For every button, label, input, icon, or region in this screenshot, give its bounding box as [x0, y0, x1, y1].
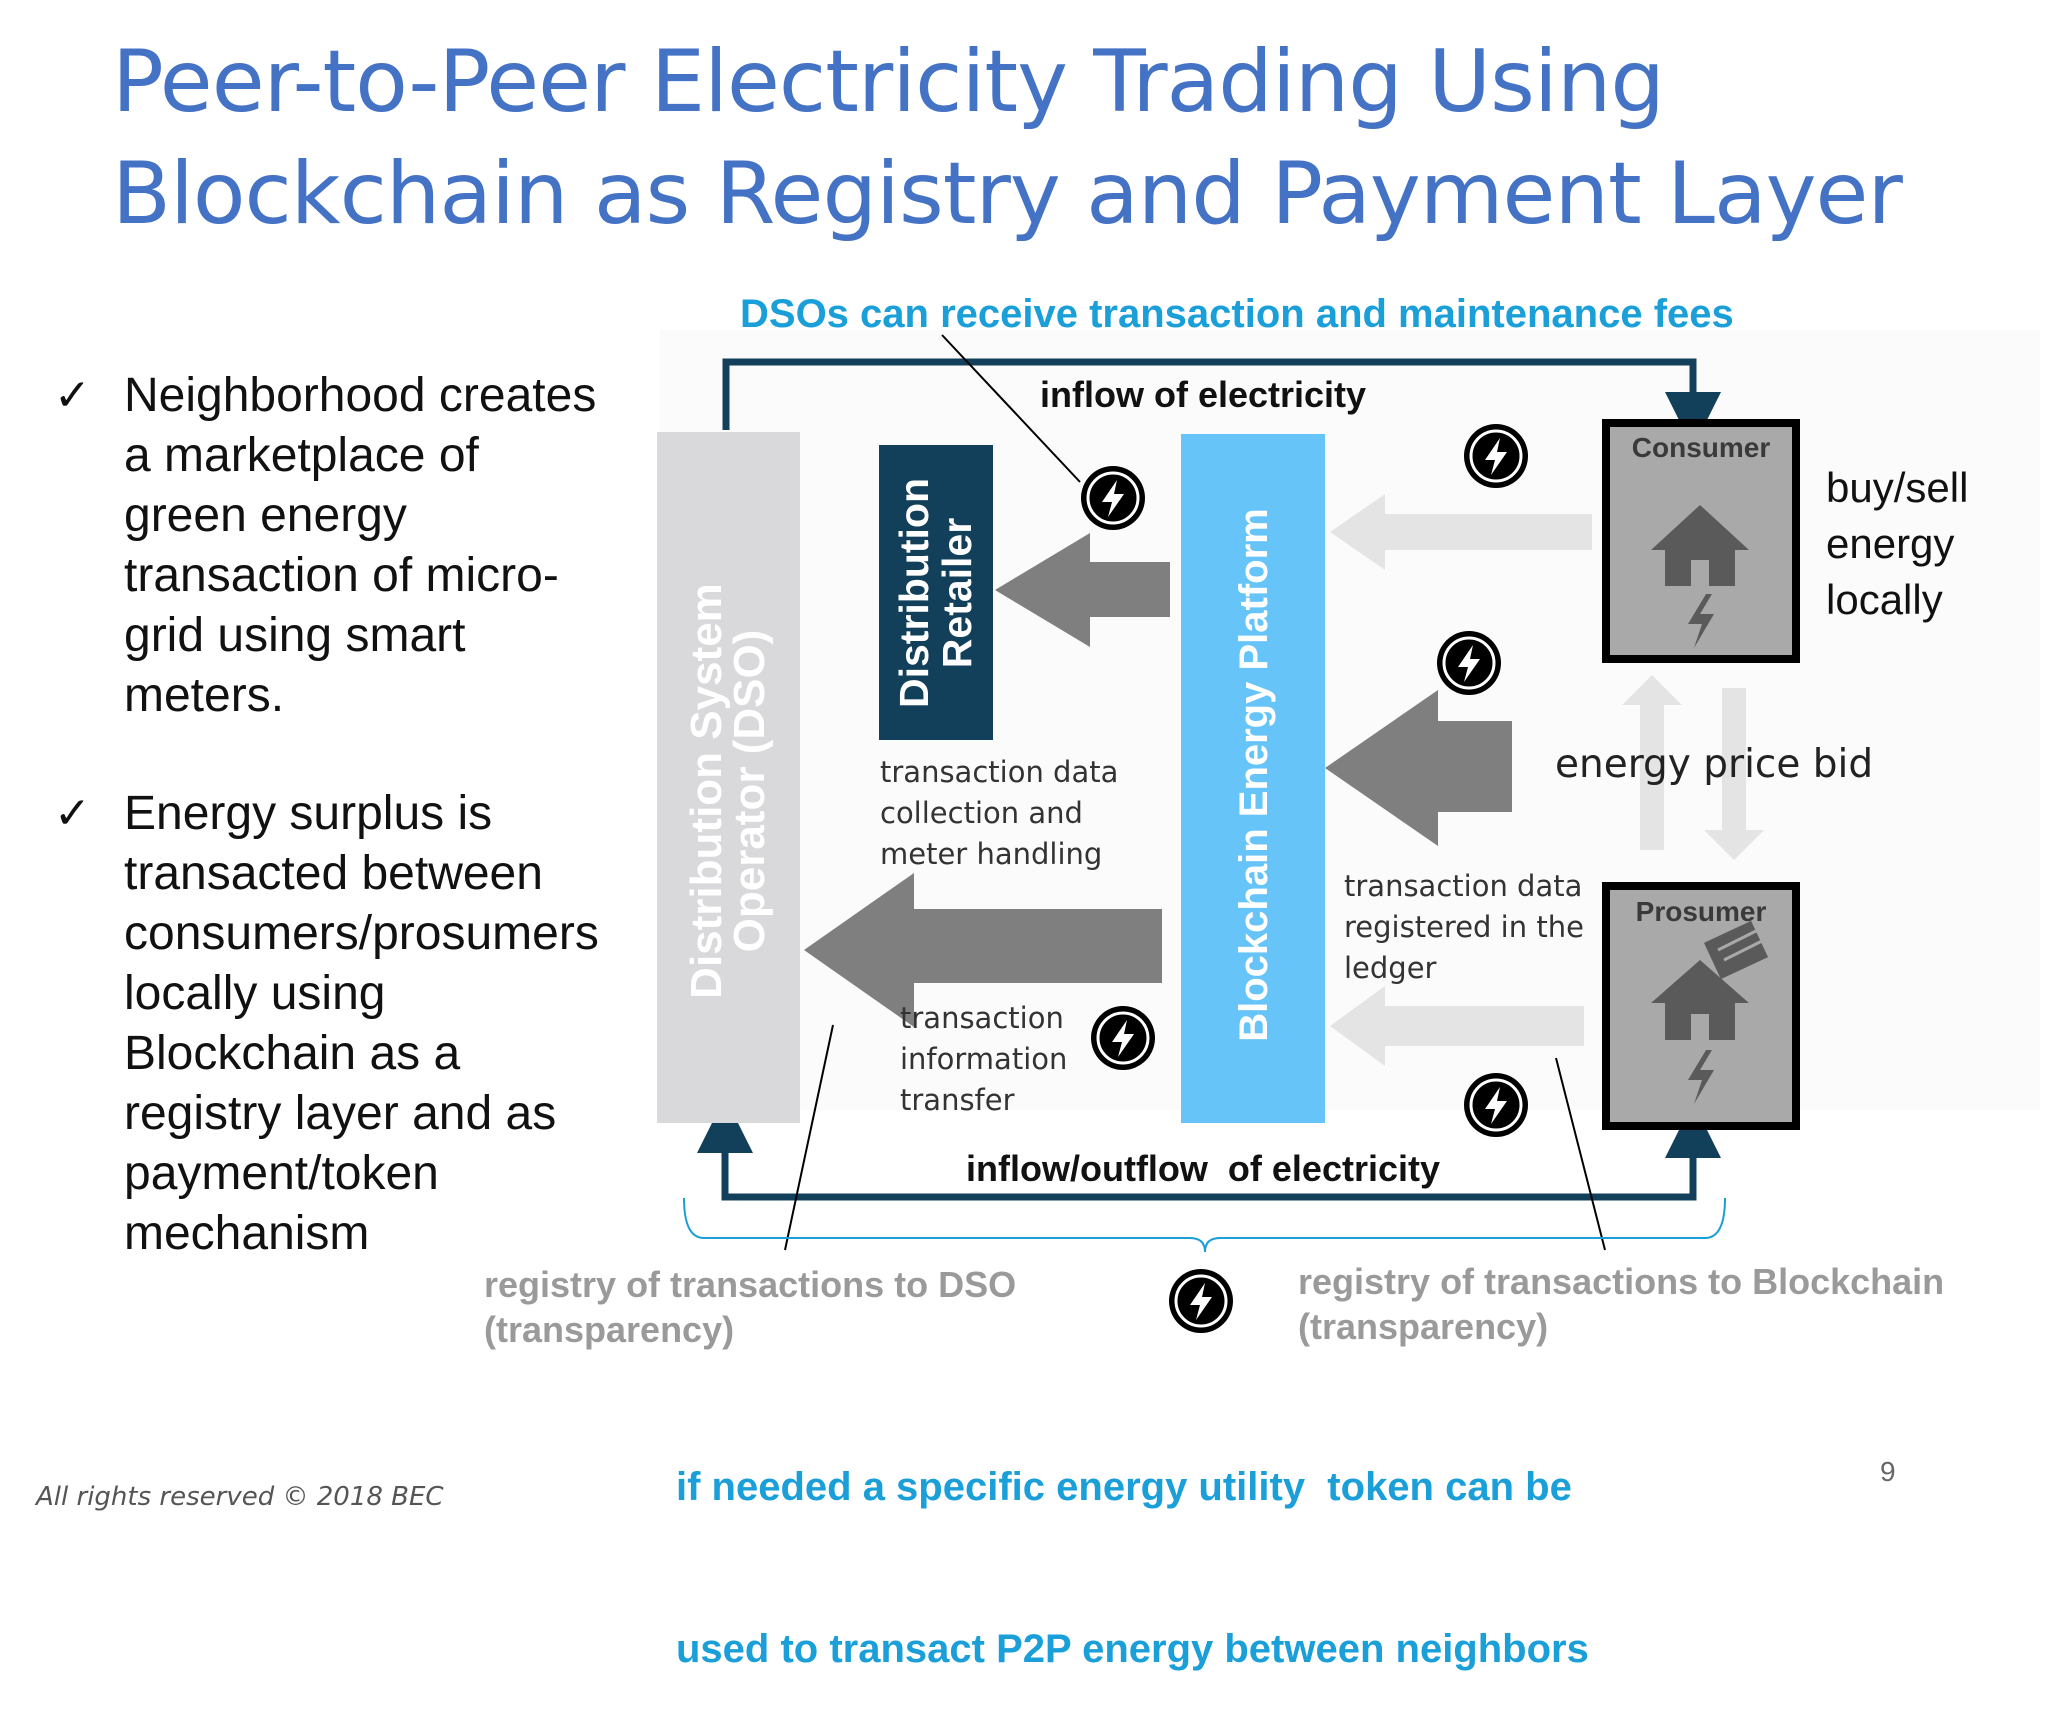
arrow-platform-to-retailer [995, 533, 1170, 647]
registry-blockchain-label: registry of transactions to Blockchain (… [1298, 1259, 1944, 1349]
registry-line: registry of transactions to Blockchain [1298, 1261, 1945, 1302]
fees-callout: DSOs can receive transaction and mainten… [740, 292, 1734, 336]
dso-box [657, 432, 800, 1123]
arrow-platform-to-dso [804, 873, 1162, 1027]
bullet-text-line: consumers/prosumers [124, 907, 599, 960]
registry-blockchain-pointer-line [1555, 1057, 1606, 1251]
bolt-icon [1081, 466, 1145, 530]
inflow-bottom-label: inflow/outflow of electricity [966, 1148, 1441, 1189]
note-line: collection and [880, 796, 1083, 830]
top-electricity-line [722, 358, 1721, 448]
dso-label: Distribution System Operator (DSO) [682, 491, 774, 1091]
bullet-item: ✓ Neighborhood creates a marketplace of … [44, 366, 644, 726]
solar-panel-icon [1703, 920, 1769, 980]
bullet-text-line: a marketplace of [124, 429, 479, 482]
retailer-label-line: Retailer [934, 517, 980, 669]
buy-sell-line: buy/sell [1826, 464, 1969, 511]
title-line-1: Peer-to-Peer Electricity Trading Using [112, 32, 1665, 132]
inflow-top-label: inflow of electricity [1040, 374, 1367, 415]
consumer-house-icon [1651, 505, 1749, 648]
bullet-text-line: mechanism [124, 1207, 370, 1260]
retailer-box [879, 445, 993, 740]
page-number: 9 [1880, 1456, 1896, 1487]
arrow-consumer-light [1330, 494, 1592, 570]
arrow-consumer-to-platform [1325, 690, 1512, 846]
buy-sell-line: locally [1826, 576, 1943, 623]
note-line: transaction data [1344, 869, 1583, 903]
registry-line: (transparency) [484, 1309, 735, 1350]
bolt-icon [1464, 1073, 1528, 1137]
note-line: transfer [900, 1083, 1015, 1117]
copyright-footer: All rights reserved © 2018 BEC [36, 1482, 444, 1512]
bullet-text-line: locally using [124, 967, 386, 1020]
arrow-prosumer-light [1330, 986, 1584, 1066]
prosumer-label: Prosumer [1635, 896, 1767, 927]
platform-box [1181, 434, 1325, 1123]
bolt-icon [1169, 1269, 1233, 1333]
buy-sell-label: buy/sell energy locally [1826, 460, 1968, 628]
note-line: registered in the [1344, 910, 1584, 944]
tx-info-note: transaction information transfer [900, 998, 1067, 1121]
registry-dso-pointer-line [784, 1024, 834, 1251]
token-note-line: if needed a specific energy utility toke… [676, 1465, 1572, 1509]
bullet-text-line: transacted between [124, 847, 543, 900]
note-line: ledger [1344, 951, 1437, 985]
note-line: information [900, 1042, 1068, 1076]
bullet-item: ✓ Energy surplus is transacted between c… [44, 784, 644, 1264]
tx-registered-note: transaction data registered in the ledge… [1344, 866, 1584, 989]
fees-pointer-line [941, 334, 1081, 483]
bullet-text-line: Energy surplus is [124, 787, 493, 840]
token-note: if needed a specific energy utility toke… [676, 1352, 1589, 1730]
retailer-label: Distribution Retailer [891, 443, 980, 743]
registry-line: (transparency) [1298, 1306, 1549, 1347]
slide-title: Peer-to-Peer Electricity Trading Using B… [112, 26, 1962, 250]
flow-diagram [657, 334, 1800, 1253]
arrow-bid-up [1622, 675, 1682, 850]
bolt-icon [1437, 631, 1501, 695]
note-line: transaction data [880, 755, 1119, 789]
bullet-text-line: payment/token [124, 1147, 439, 1200]
note-line: transaction [900, 1001, 1064, 1035]
bullet-text-line: Neighborhood creates [124, 369, 597, 422]
dso-label-line: Distribution System [682, 583, 731, 999]
energy-price-bid-label: energy price bid [1555, 742, 1874, 787]
bottom-curly-brace [683, 1197, 1726, 1253]
token-note-line: used to transact P2P energy between neig… [676, 1627, 1589, 1671]
bullet-text-line: grid using smart [124, 609, 466, 662]
note-line: meter handling [880, 837, 1103, 871]
registry-dso-label: registry of transactions to DSO (transpa… [484, 1262, 1016, 1352]
bolt-icon [1091, 1006, 1155, 1070]
bullet-text-line: Blockchain as a [124, 1027, 461, 1080]
bullet-list: ✓ Neighborhood creates a marketplace of … [44, 366, 644, 1322]
dso-label-line: Operator (DSO) [725, 629, 774, 953]
title-line-2: Blockchain as Registry and Payment Layer [112, 144, 1903, 244]
bullet-text-line: transaction of micro- [124, 549, 559, 602]
bullet-text-line: meters. [124, 669, 285, 722]
check-icon: ✓ [54, 370, 91, 421]
platform-label: Blockchain Energy Platform [1232, 508, 1276, 1042]
bullet-text-line: registry layer and as [124, 1087, 557, 1140]
bullet-text-line: green energy [124, 489, 407, 542]
tx-collection-note: transaction data collection and meter ha… [880, 752, 1118, 875]
check-icon: ✓ [54, 788, 91, 839]
arrow-bid-down [1704, 688, 1764, 860]
prosumer-house-icon [1651, 960, 1749, 1104]
registry-line: registry of transactions to DSO [484, 1264, 1017, 1305]
consumer-label: Consumer [1631, 432, 1771, 463]
bolt-icon [1464, 424, 1528, 488]
retailer-label-line: Distribution [891, 477, 937, 709]
buy-sell-line: energy [1826, 520, 1955, 567]
